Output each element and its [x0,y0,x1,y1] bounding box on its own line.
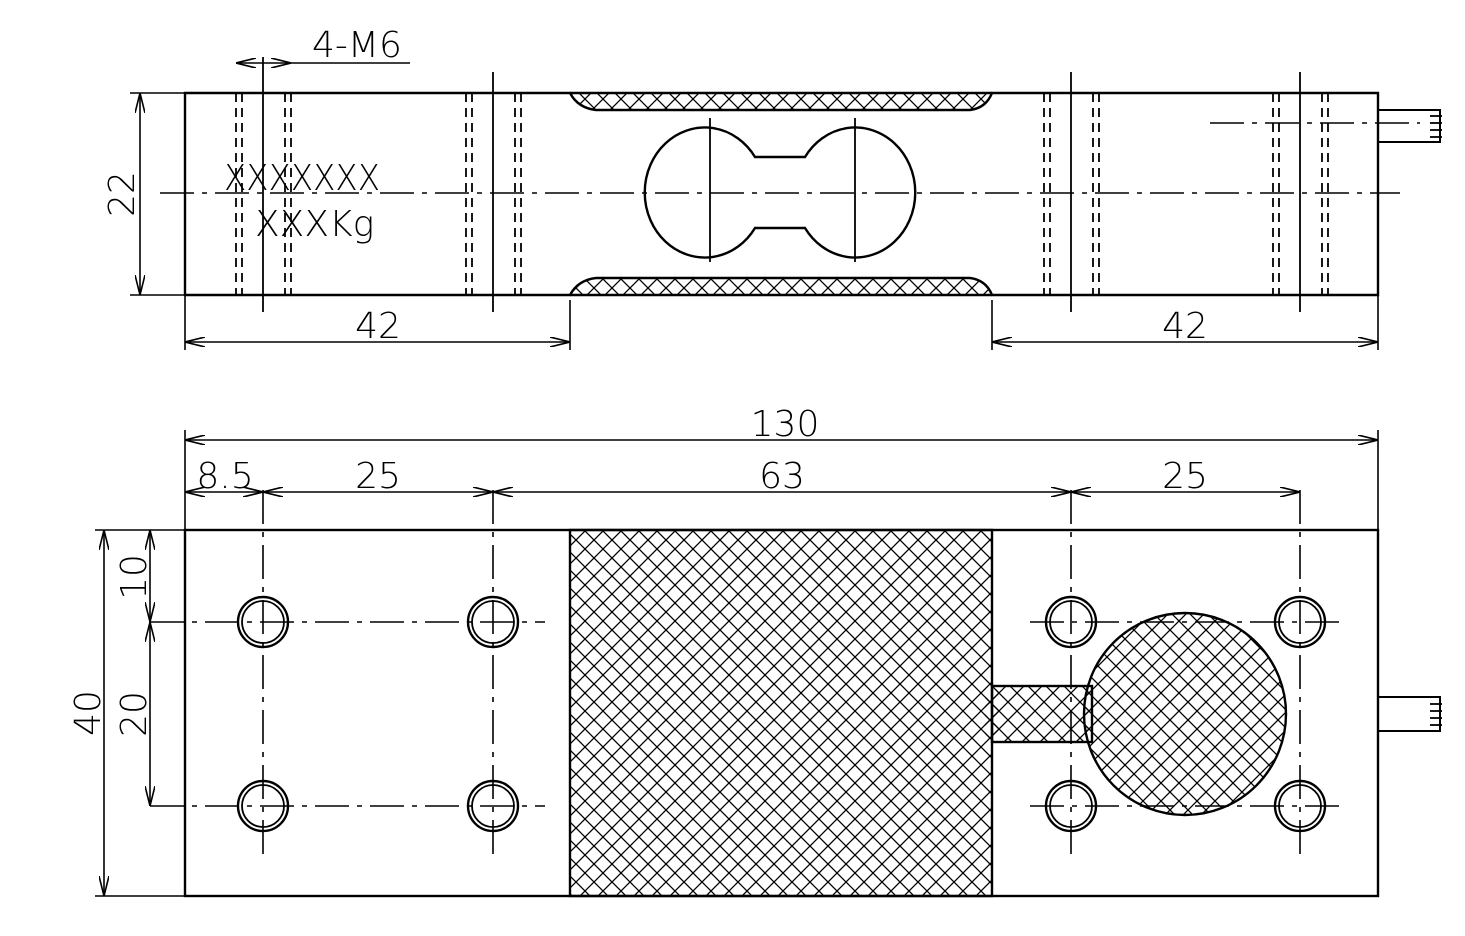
cable-plan [1377,696,1442,732]
dim-left-42: 42 [184,295,571,350]
dim-right-42: 42 [991,295,1379,350]
dim-height-side: 22 [102,92,185,296]
dim-hole-edge-label: 10 [114,554,155,600]
side-view: 4-M6 XXXXXXX XXXKg 22 42 42 [102,25,1442,350]
dim-hole-spacing-label: 20 [114,691,155,737]
mount-hole-8 [1273,779,1327,833]
dim-hole-edge-10: 10 [114,530,155,622]
plan-view: 130 8.5 25 63 25 40 10 20 [68,404,1442,898]
dim-middle-label: 63 [759,456,805,497]
dim-width-label: 40 [68,690,109,736]
dim-left-label: 42 [355,306,401,347]
mount-hole-5 [1044,595,1098,649]
dim-edge-label: 8.5 [196,456,253,497]
hatched-pad-circle [1082,611,1288,817]
dim-total-130: 130 [184,404,1379,530]
hatched-center-area [568,528,994,898]
hatched-strip-top [568,92,994,111]
marking-model: XXXXXXX [224,158,380,199]
dim-pitch-left-label: 25 [355,456,401,497]
dim-pitch-right-label: 25 [1162,456,1208,497]
binocular-hole [643,126,917,259]
marking-capacity: XXXKg [255,204,374,245]
dim-hole-spacing-20: 20 [114,622,155,806]
dim-height-label: 22 [102,171,143,217]
dim-width-40: 40 [68,529,185,897]
thread-label: 4-M6 [312,25,402,66]
mount-hole-7 [1044,779,1098,833]
mount-hole-2 [466,595,520,649]
dim-right-label: 42 [1162,306,1208,347]
mount-hole-3 [236,779,290,833]
cable-side [1210,109,1442,143]
dim-total-label: 130 [751,404,820,445]
hatched-strip-bottom [568,277,994,296]
dim-chain: 8.5 25 63 25 [185,456,1300,497]
thread-callout: 4-M6 [236,25,410,66]
mount-hole-6 [1273,595,1327,649]
hatched-neck [990,684,1094,744]
mount-hole-1 [236,595,290,649]
mount-hole-4 [466,779,520,833]
